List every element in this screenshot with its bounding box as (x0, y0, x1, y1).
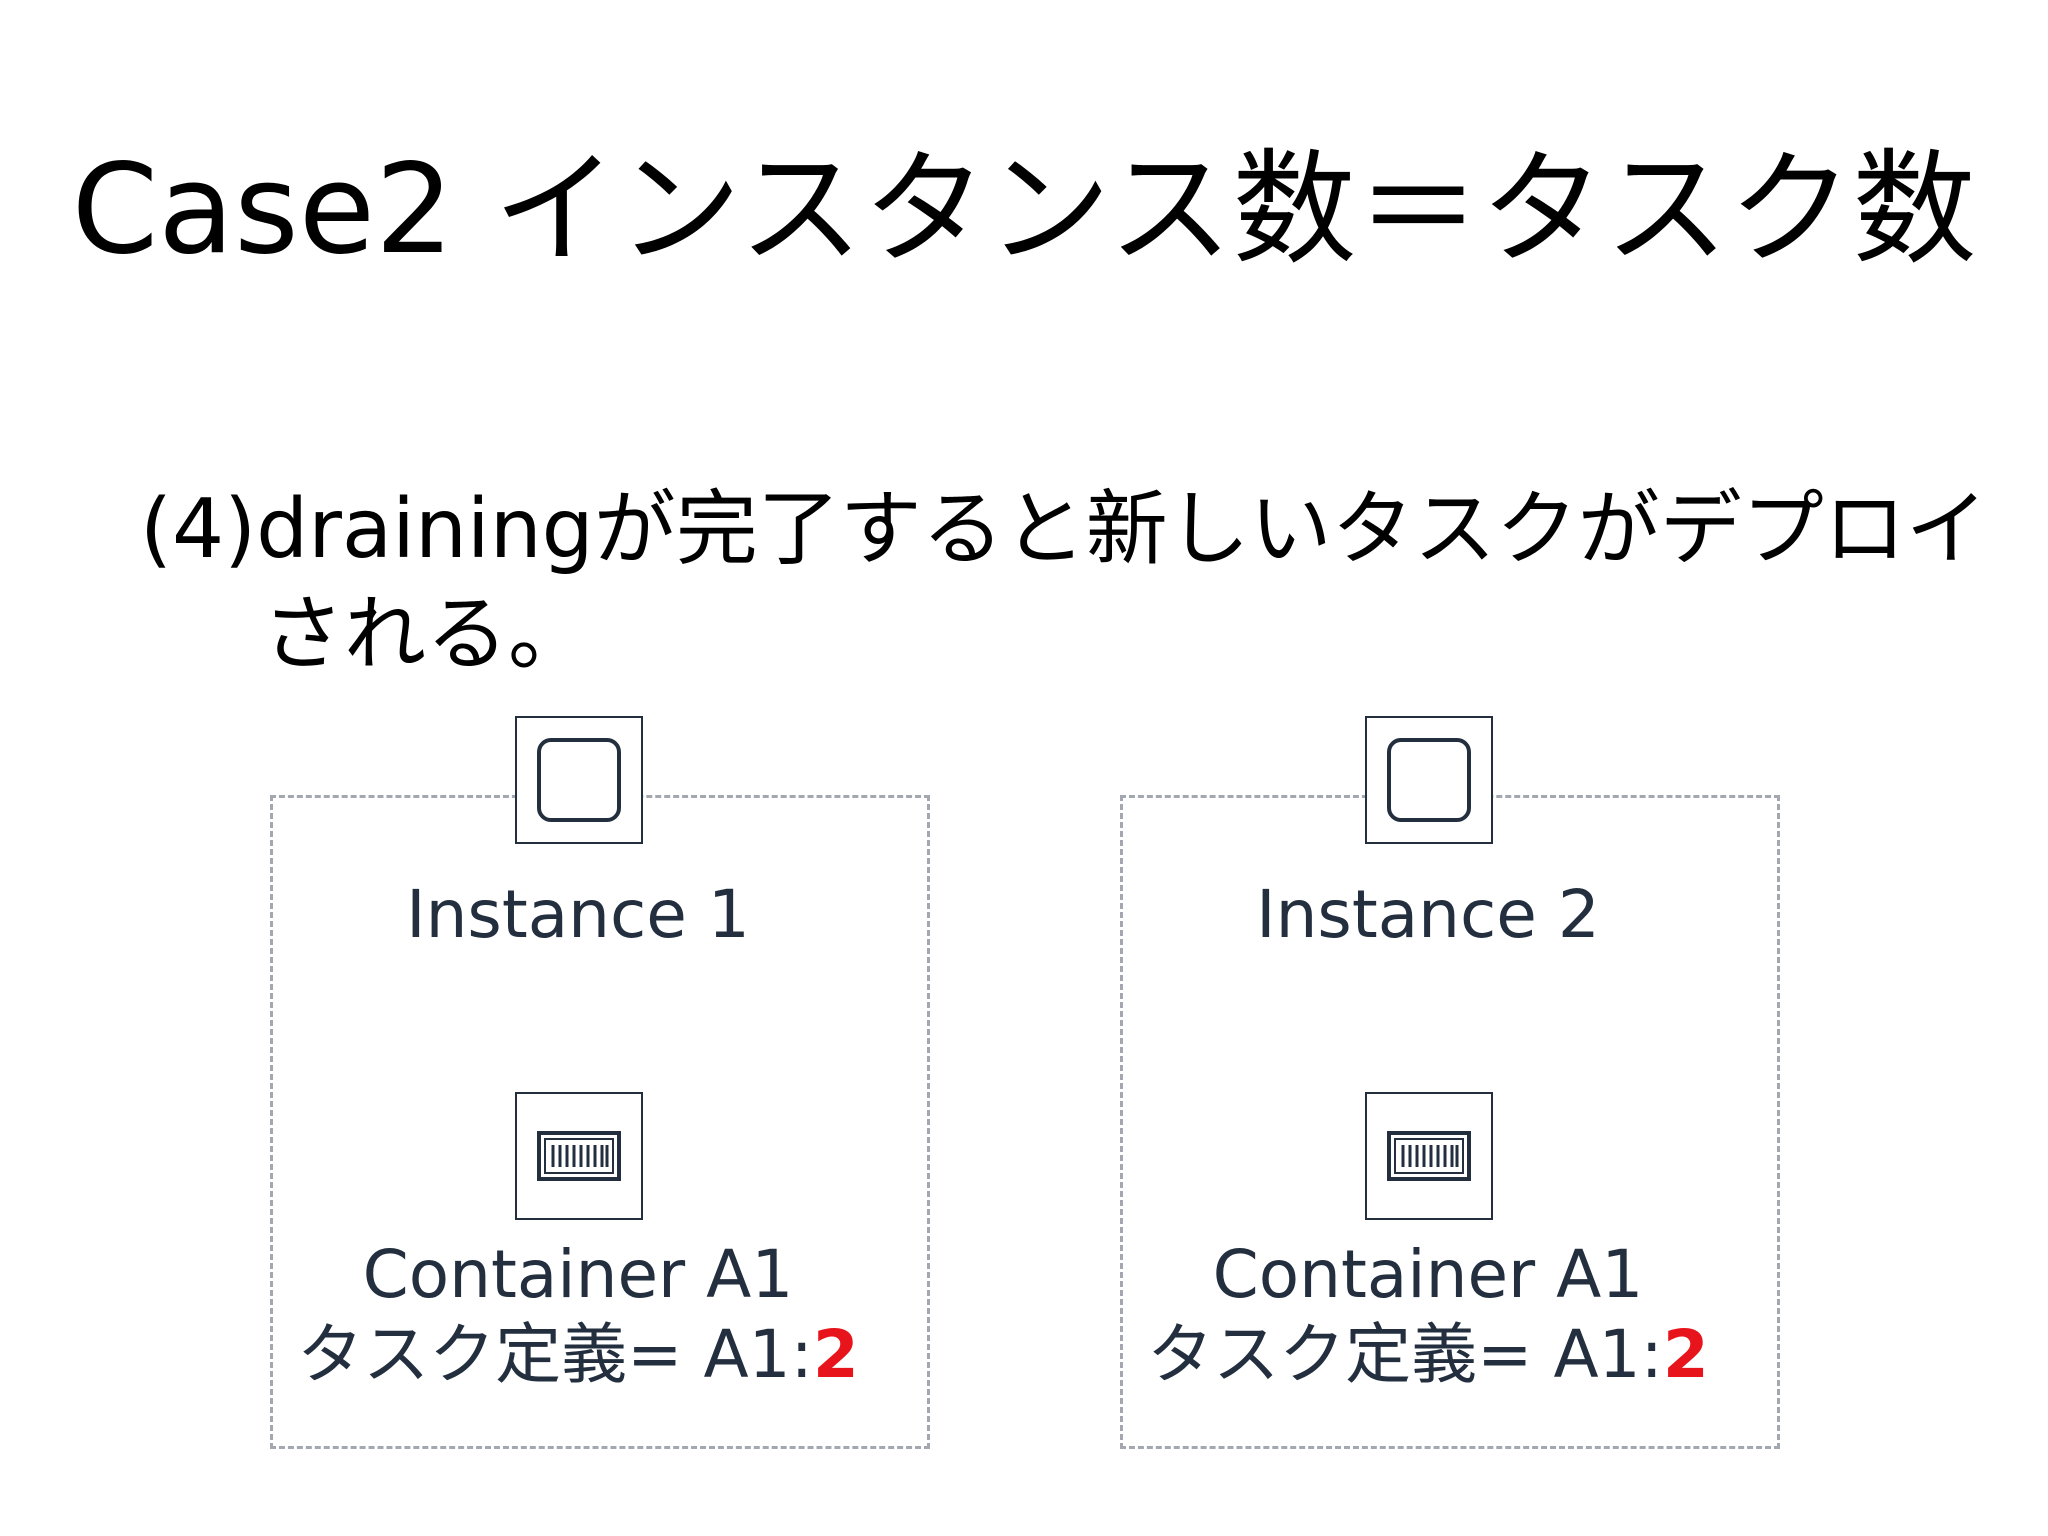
container-icon (1387, 1131, 1471, 1181)
task-definition-revision: 2 (812, 1316, 859, 1393)
instance-1-label: Instance 1 (406, 876, 750, 953)
slide-title: Case2 インスタンス数＝タスク数 (71, 138, 1977, 282)
task-definition-1-label: タスク定義= A1:2 (248, 1315, 908, 1395)
ec2-instance-icon (537, 738, 621, 822)
container-1-icon (515, 1092, 643, 1220)
container-2-icon (1365, 1092, 1493, 1220)
bullet-text-line1: (4)drainingが完了すると新しいタスクがデプロイ (140, 482, 1988, 577)
container-1-label: Container A1 (362, 1236, 794, 1313)
instance-1-icon (515, 716, 643, 844)
instance-2-icon (1365, 716, 1493, 844)
task-definition-revision: 2 (1662, 1316, 1709, 1393)
bullet-text-line2: される。 (262, 587, 591, 682)
task-definition-2-label: タスク定義= A1:2 (1098, 1315, 1758, 1395)
ec2-instance-icon (1387, 738, 1471, 822)
instance-2-label: Instance 2 (1256, 876, 1600, 953)
container-2-label: Container A1 (1212, 1236, 1644, 1313)
task-definition-prefix: タスク定義= A1: (1147, 1316, 1663, 1393)
container-icon (537, 1131, 621, 1181)
task-definition-prefix: タスク定義= A1: (297, 1316, 813, 1393)
